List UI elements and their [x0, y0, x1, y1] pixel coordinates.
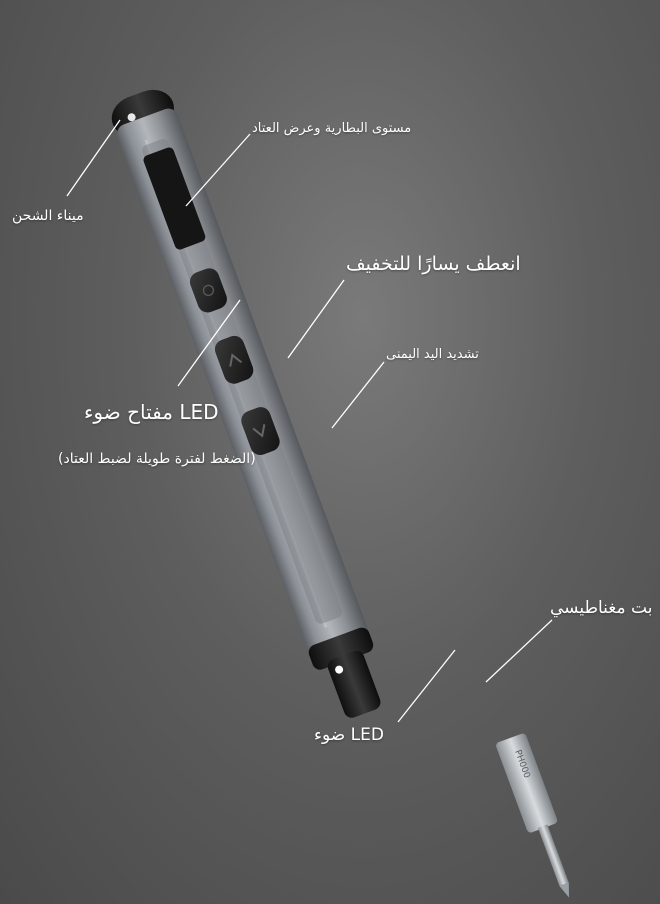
- callout-line-led: [397, 649, 456, 723]
- callout-line-loosen: [287, 279, 345, 359]
- bottom-cap: [308, 627, 374, 670]
- callout-line-port: [66, 119, 121, 197]
- led-switch-button: [189, 268, 227, 313]
- charging-port-dot: [127, 113, 136, 122]
- bit-shaft: [537, 824, 569, 887]
- tighten-button: [241, 407, 280, 456]
- callout-line-bit: [485, 619, 553, 683]
- callout-line-tighten: [331, 361, 385, 429]
- tighten-label: تشديد اليد اليمنى: [386, 347, 479, 362]
- led-switch-label: LED مفتاح ضوء: [84, 400, 219, 424]
- charging-port-label: ميناء الشحن: [12, 208, 84, 224]
- loosen-button: [214, 335, 254, 384]
- magnetic-bit-label: بت مغناطيسي: [550, 598, 653, 618]
- battery-display: [143, 147, 206, 250]
- long-press-note: (الضغط لفترة طويلة لضبط العتاد): [58, 451, 256, 467]
- led-light-dot: [335, 665, 344, 674]
- callout-line-battery: [185, 133, 251, 207]
- callout-lines: [66, 119, 553, 723]
- led-button-mark: [202, 284, 215, 297]
- screwdriver: [111, 89, 381, 718]
- led-light-label: LED ضوء: [314, 725, 384, 745]
- callout-line-switch: [177, 299, 241, 387]
- tighten-arrow-icon: [252, 424, 266, 438]
- battery-display-label: مستوى البطارية وعرض العتاد: [252, 121, 412, 136]
- bit-collet: [327, 650, 381, 718]
- loosen-label: انعطف يسارًا للتخفيف: [346, 253, 521, 275]
- loosen-arrow-icon: [229, 353, 243, 367]
- bit-tip: [559, 882, 569, 898]
- magnetic-bit: PH000: [496, 733, 569, 898]
- bit-shank: [496, 733, 558, 833]
